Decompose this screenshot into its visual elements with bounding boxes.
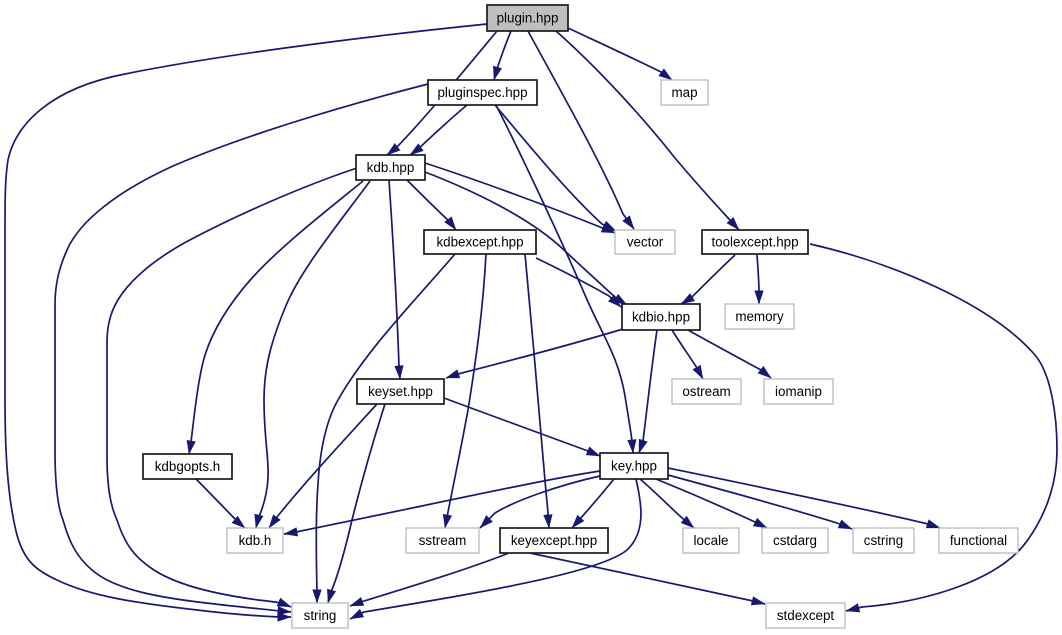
svg-text:string: string xyxy=(304,608,337,623)
svg-text:cstdarg: cstdarg xyxy=(773,533,817,548)
svg-text:keyexcept.hpp: keyexcept.hpp xyxy=(511,533,597,548)
svg-text:cstring: cstring xyxy=(864,533,903,548)
svg-text:ostream: ostream xyxy=(682,384,730,399)
svg-text:plugin.hpp: plugin.hpp xyxy=(497,11,559,26)
svg-text:pluginspec.hpp: pluginspec.hpp xyxy=(437,85,527,100)
svg-text:memory: memory xyxy=(735,309,784,324)
svg-text:vector: vector xyxy=(627,235,664,250)
svg-text:locale: locale xyxy=(694,533,729,548)
svg-text:iomanip: iomanip xyxy=(775,384,822,399)
svg-text:kdb.h: kdb.h xyxy=(239,533,272,548)
svg-text:keyset.hpp: keyset.hpp xyxy=(368,384,433,399)
svg-text:stdexcept: stdexcept xyxy=(777,608,835,623)
svg-text:kdb.hpp: kdb.hpp xyxy=(367,160,415,175)
svg-text:key.hpp: key.hpp xyxy=(611,459,657,474)
svg-text:kdbio.hpp: kdbio.hpp xyxy=(632,310,690,325)
svg-text:kdbgopts.h: kdbgopts.h xyxy=(155,459,221,474)
svg-text:toolexcept.hpp: toolexcept.hpp xyxy=(711,235,798,250)
svg-text:map: map xyxy=(671,85,697,100)
svg-text:sstream: sstream xyxy=(419,533,467,548)
svg-text:kdbexcept.hpp: kdbexcept.hpp xyxy=(436,235,523,250)
svg-text:functional: functional xyxy=(950,533,1007,548)
